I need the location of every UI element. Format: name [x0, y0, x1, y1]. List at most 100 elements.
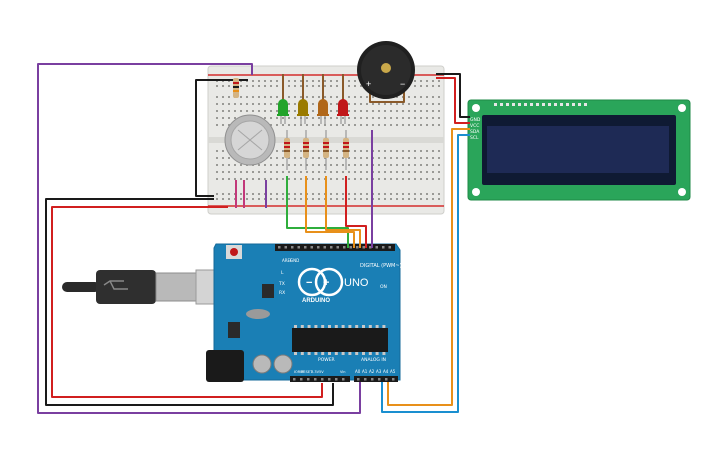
breadboard-hole: [432, 96, 434, 98]
breadboard-hole: [336, 178, 338, 180]
breadboard-hole: [360, 150, 362, 152]
breadboard-hole: [396, 171, 398, 173]
led-group: [277, 99, 349, 124]
breadboard-hole: [318, 171, 320, 173]
wire-ends: [347, 240, 373, 248]
breadboard-hole: [354, 80, 356, 82]
breadboard-hole: [330, 178, 332, 180]
breadboard-hole: [438, 80, 440, 82]
vin-label: Vin: [340, 370, 346, 374]
breadboard-hole: [342, 171, 344, 173]
breadboard-hole: [336, 110, 338, 112]
breadboard-hole: [402, 171, 404, 173]
breadboard-hole: [336, 193, 338, 195]
breadboard-hole: [354, 117, 356, 119]
breadboard-hole: [282, 117, 284, 119]
breadboard-hole: [426, 103, 428, 105]
breadboard-hole: [432, 85, 434, 87]
breadboard-hole: [438, 103, 440, 105]
breadboard-hole: [432, 124, 434, 126]
breadboard-hole: [366, 171, 368, 173]
breadboard-hole: [258, 198, 260, 200]
breadboard-hole: [402, 164, 404, 166]
breadboard-hole: [228, 157, 230, 159]
breadboard-hole: [288, 124, 290, 126]
breadboard-hole: [408, 164, 410, 166]
breadboard-hole: [288, 157, 290, 159]
wire-purple-long: [37, 63, 361, 414]
breadboard-hole: [288, 164, 290, 166]
breadboard-hole: [432, 80, 434, 82]
breadboard-hole: [324, 164, 326, 166]
analog-header: [354, 376, 398, 382]
breadboard-hole: [294, 103, 296, 105]
breadboard-hole: [408, 96, 410, 98]
breadboard-hole: [360, 117, 362, 119]
breadboard-hole: [366, 110, 368, 112]
header-pin: [335, 378, 338, 381]
arduino-uno-board: − + UNO ARDUINO DIGITAL (PWM~) ON L TX R…: [206, 243, 402, 382]
usb-cable: [62, 269, 231, 305]
breadboard-hole: [360, 110, 362, 112]
breadboard-hole: [258, 85, 260, 87]
breadboard-hole: [228, 178, 230, 180]
breadboard-hole: [330, 171, 332, 173]
breadboard-hole: [426, 198, 428, 200]
analog-pin-label: A5: [390, 369, 396, 374]
breadboard-hole: [216, 150, 218, 152]
power-jack: [206, 350, 244, 382]
breadboard-hole: [378, 117, 380, 119]
breadboard-hole: [366, 96, 368, 98]
header-pin: [300, 378, 303, 381]
header-pin: [336, 246, 339, 249]
header-pin: [382, 246, 385, 249]
breadboard-hole: [228, 193, 230, 195]
breadboard-hole: [336, 157, 338, 159]
breadboard-hole: [336, 164, 338, 166]
l-label: L: [281, 270, 284, 276]
breadboard-hole: [360, 157, 362, 159]
breadboard-hole: [432, 110, 434, 112]
breadboard-hole: [366, 150, 368, 152]
breadboard-hole: [312, 80, 314, 82]
ioref-label: IOREF: [294, 370, 304, 374]
breadboard-hole: [222, 150, 224, 152]
breadboard-hole: [300, 198, 302, 200]
arduino-logo-plus: +: [323, 277, 329, 289]
breadboard-hole: [378, 103, 380, 105]
breadboard-hole: [402, 103, 404, 105]
reset-button[interactable]: [230, 248, 238, 256]
breadboard-hole: [390, 103, 392, 105]
breadboard-hole: [312, 103, 314, 105]
breadboard-hole: [270, 164, 272, 166]
breadboard-hole: [216, 103, 218, 105]
breadboard-hole: [294, 178, 296, 180]
regulator: [228, 322, 240, 338]
lcd-pin: [506, 103, 509, 106]
breadboard-hole: [408, 150, 410, 152]
breadboard-hole: [414, 124, 416, 126]
breadboard-hole: [264, 96, 266, 98]
breadboard-hole: [432, 178, 434, 180]
breadboard-hole: [246, 171, 248, 173]
breadboard-hole: [408, 198, 410, 200]
breadboard-hole: [414, 164, 416, 166]
header-pin: [278, 246, 281, 249]
breadboard-hole: [432, 193, 434, 195]
breadboard-hole: [306, 164, 308, 166]
breadboard-hole: [258, 171, 260, 173]
breadboard-hole: [252, 198, 254, 200]
breadboard-hole: [240, 103, 242, 105]
breadboard-hole: [324, 124, 326, 126]
breadboard-hole: [246, 198, 248, 200]
breadboard-hole: [414, 80, 416, 82]
breadboard-hole: [312, 150, 314, 152]
breadboard-hole: [294, 157, 296, 159]
breadboard-hole: [216, 96, 218, 98]
breadboard-hole: [276, 198, 278, 200]
breadboard-hole: [384, 124, 386, 126]
breadboard-hole: [216, 110, 218, 112]
breadboard-hole: [360, 198, 362, 200]
breadboard-hole: [294, 85, 296, 87]
chip-leg: [362, 325, 365, 328]
